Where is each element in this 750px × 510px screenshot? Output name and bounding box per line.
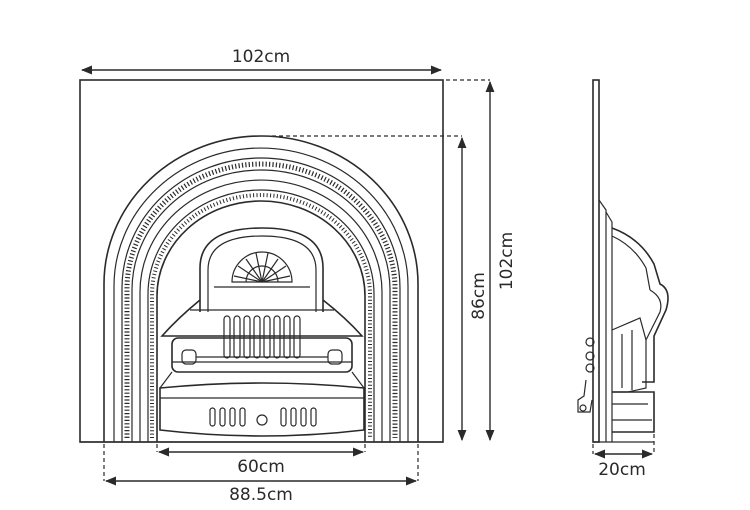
arch-band-3	[121, 157, 401, 442]
side-grate	[611, 317, 647, 393]
shell-fan-inner	[245, 265, 279, 283]
label-depth-side: 20cm	[598, 460, 646, 480]
side-handle	[577, 379, 593, 413]
arch-band-5	[139, 179, 383, 442]
label-height-outer: 102cm	[497, 232, 517, 290]
ash-pan-vents	[209, 407, 317, 427]
arch-outer	[103, 135, 419, 442]
dim-outer-height: 102cm	[446, 79, 517, 442]
dim-arch-height: 86cm	[272, 135, 489, 442]
arch-beading	[124, 161, 398, 438]
side-base	[612, 391, 655, 433]
dim-opening-width: 60cm	[156, 444, 366, 477]
dim-base-width: 88.5cm	[103, 444, 419, 505]
dim-top-width: 102cm	[80, 47, 443, 75]
ash-pan-knob	[256, 414, 268, 426]
side-hood	[611, 227, 669, 383]
side-knob-1	[585, 337, 595, 347]
outer-plate	[79, 79, 444, 443]
side-view	[577, 79, 669, 443]
arch-band-6	[147, 189, 375, 442]
dim-side-depth: 20cm	[592, 434, 655, 480]
side-arch-bead	[598, 199, 607, 442]
label-width-base: 88.5cm	[229, 485, 293, 505]
front-view	[79, 79, 444, 443]
label-height-arch: 86cm	[469, 272, 489, 320]
arch-band-2	[113, 147, 409, 442]
arch-inner-beading	[150, 193, 372, 438]
label-width-opening: 60cm	[237, 457, 285, 477]
label-width-top: 102cm	[232, 47, 290, 67]
grate-dome-inner	[207, 235, 317, 312]
grate-bars	[223, 315, 301, 359]
grate-dome	[199, 227, 324, 312]
shell-rays	[233, 252, 291, 283]
arch-inner	[156, 200, 366, 442]
grate-flare	[160, 299, 364, 337]
fire-basket	[171, 337, 353, 373]
arch-band-4	[131, 169, 391, 442]
shell-fan	[231, 251, 293, 283]
ash-pan	[159, 382, 365, 437]
side-plate	[592, 79, 600, 443]
